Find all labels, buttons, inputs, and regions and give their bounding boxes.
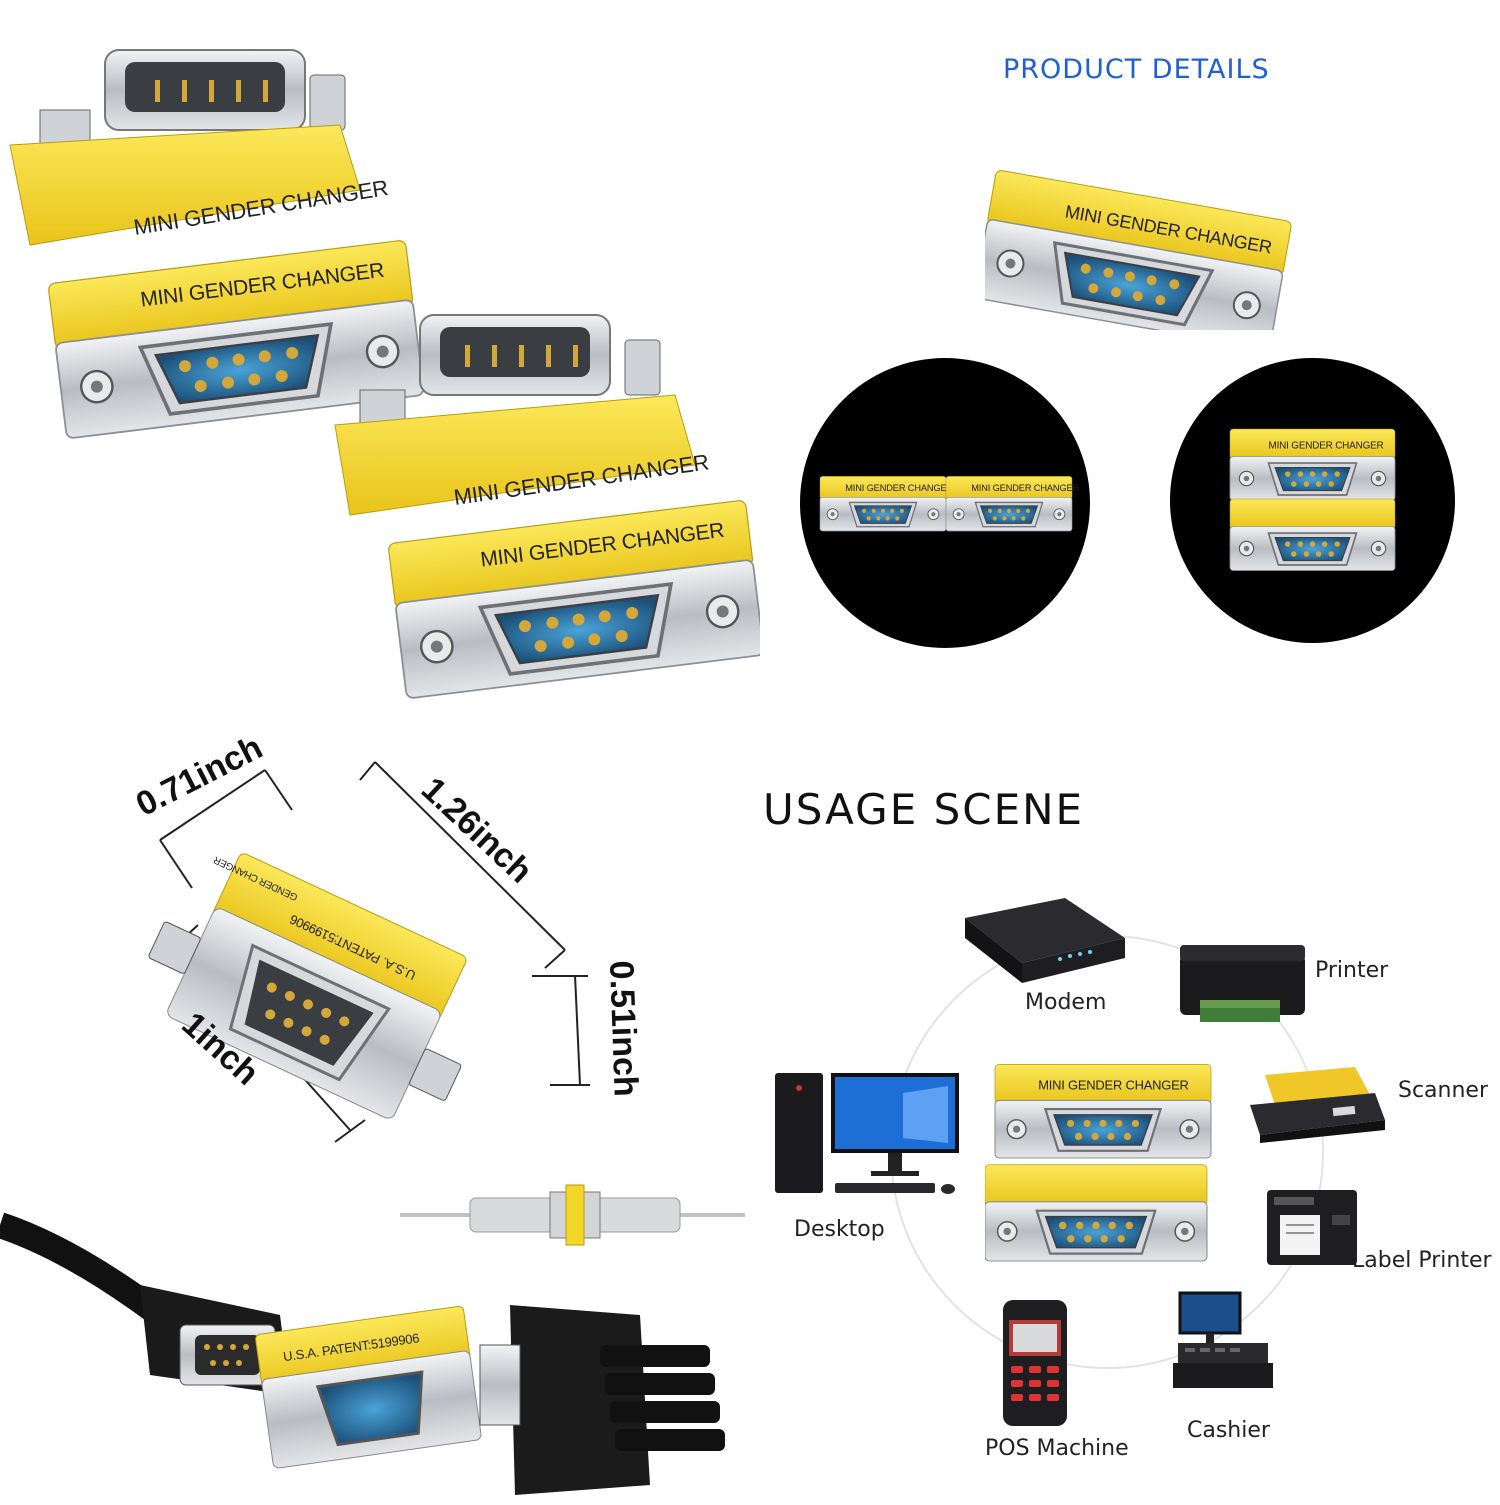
adapter-label: MINI GENDER CHANGER [1269,440,1384,451]
desktop-computer-icon [773,1068,963,1203]
scanner-icon [1245,1065,1390,1145]
adapter-label: MINI GENDER CHANGER [1038,1078,1188,1093]
dimension-height-label: 0.51inch [602,960,645,1098]
detail-circle-stacked: MINI GENDER CHANGER [1170,358,1455,643]
adapter-label: MINI GENDER CHANGER [845,483,953,493]
printer-icon [1175,935,1310,1025]
cable-inline-image [400,1170,745,1250]
label-printer-icon [1262,1185,1362,1270]
device-label-label-printer: Label Printer [1352,1248,1492,1273]
adapter-label: MINI GENDER CHANGER [971,483,1079,493]
product-detail-single-image: MINI GENDER CHANGER [972,120,1315,352]
device-label-desktop: Desktop [794,1217,885,1242]
pos-terminal-icon [995,1298,1075,1428]
device-label-modem: Modem [1025,990,1107,1015]
usage-scene-title: USAGE SCENE [763,785,1085,834]
modem-icon [960,893,1130,988]
hero-adapters-image: MINI GENDER CHANGER MINI GENDER CHANGER … [0,30,767,710]
device-label-printer: Printer [1315,958,1389,983]
cable-connection-image: U.S.A. PATENT:5199906 [0,1205,760,1500]
device-label-cashier: Cashier [1187,1418,1270,1443]
product-details-title: PRODUCT DETAILS [1003,54,1270,85]
dimensions-diagram: U.S.A. PATENT:5199906 GENDER CHANGER [120,740,660,1160]
detail-circle-side-by-side: MINI GENDER CHANGER MINI GENDER CHANGER [800,358,1090,648]
usage-center-adapters-image: MINI GENDER CHANGER [983,1045,1225,1275]
device-label-pos-machine: POS Machine [985,1436,1129,1461]
device-label-scanner: Scanner [1398,1078,1489,1103]
cash-register-icon [1170,1288,1275,1393]
